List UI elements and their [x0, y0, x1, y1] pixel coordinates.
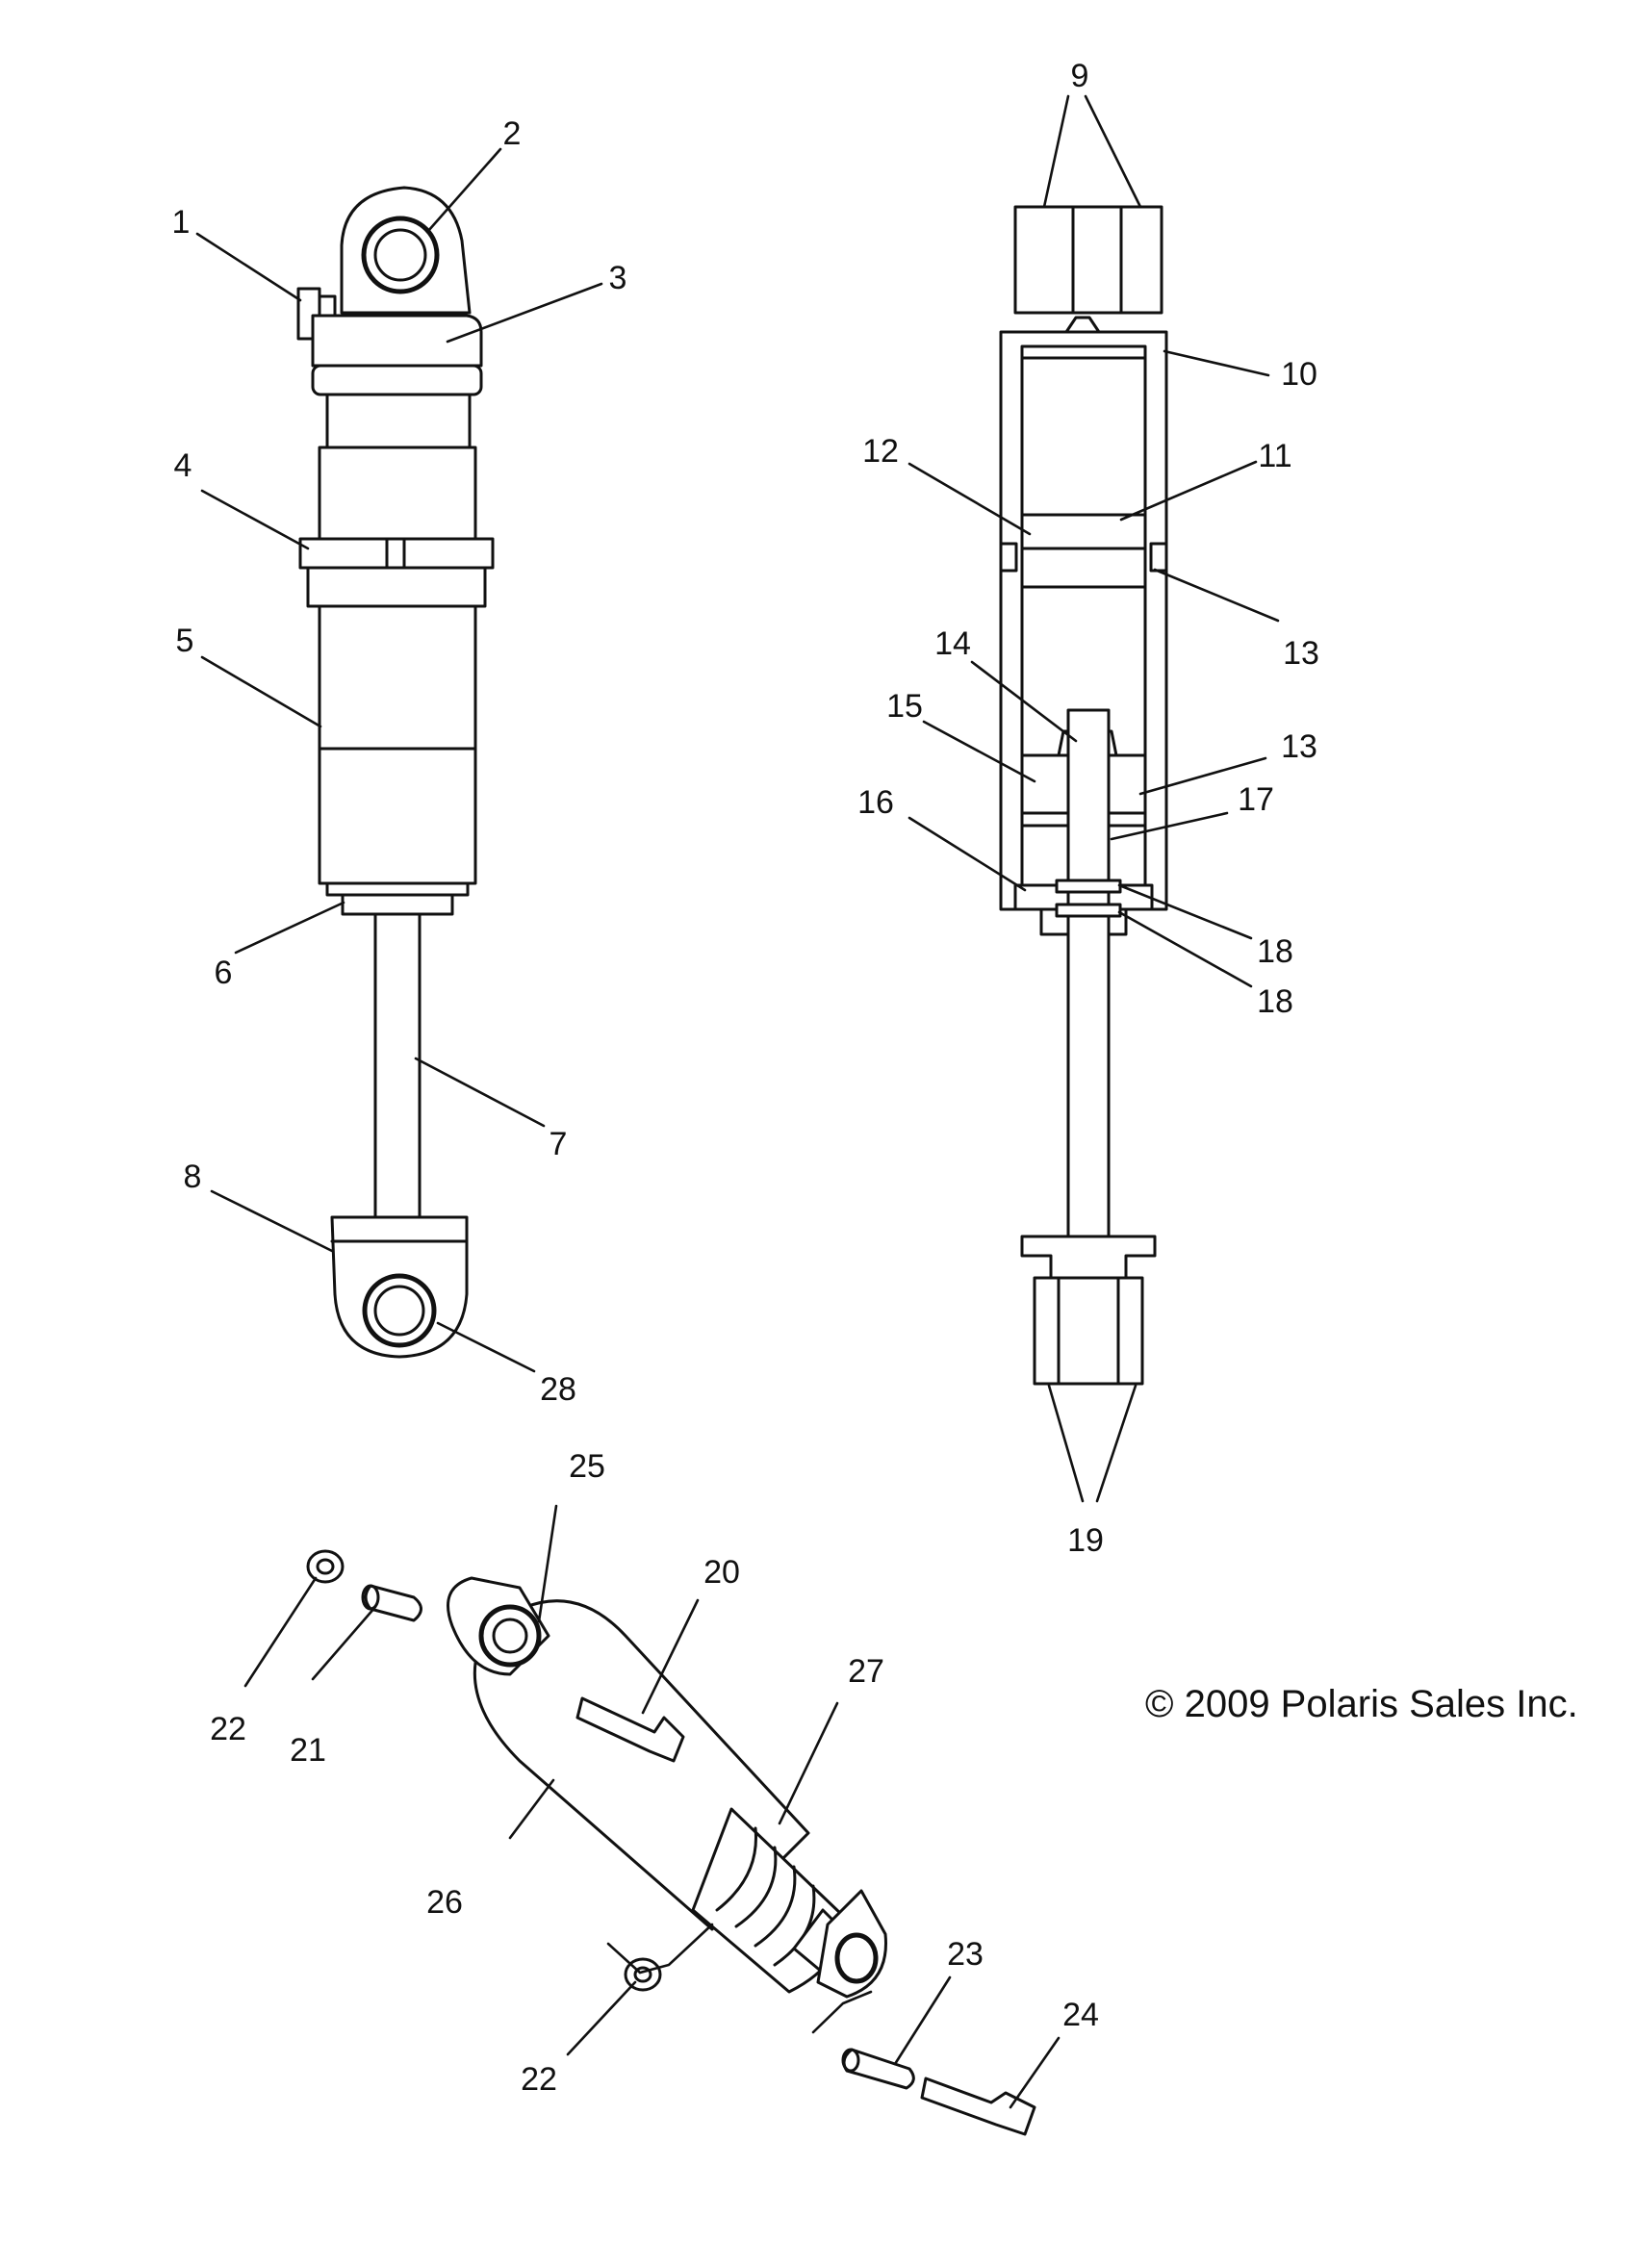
- callout-9: 9: [1071, 58, 1089, 94]
- cutaway-shock-view: [999, 205, 1168, 1386]
- callout-24: 24: [1062, 1997, 1099, 2033]
- bottom-bumper: [1020, 1235, 1157, 1280]
- callout-2: 2: [503, 115, 522, 152]
- callout-14: 14: [934, 625, 971, 662]
- callout-13-lower: 13: [1281, 728, 1317, 765]
- cutaway-shaft: [1066, 708, 1111, 1238]
- callout-6: 6: [215, 955, 233, 991]
- installed-shock-view: [306, 1549, 1036, 2136]
- floating-piston: [1020, 513, 1147, 550]
- shock-cap: [311, 314, 483, 368]
- callout-4: 4: [174, 447, 192, 484]
- copyright-notice: © 2009 Polaris Sales Inc.: [1145, 1683, 1578, 1725]
- shock-shaft: [373, 912, 422, 1219]
- shaft-seal: [341, 893, 454, 916]
- shock-body-upper: [318, 446, 477, 541]
- upper-sleeve: [364, 1584, 422, 1622]
- washer-upper: [306, 1549, 345, 1584]
- callout-11: 11: [1258, 438, 1291, 474]
- top-eyelet-bushing: [478, 1604, 542, 1668]
- callout-3: 3: [609, 260, 627, 296]
- callout-22-upper: 22: [210, 1711, 246, 1747]
- callout-21: 21: [290, 1732, 326, 1769]
- callout-7: 7: [550, 1126, 568, 1162]
- top-bushing-left: [1013, 205, 1075, 315]
- callout-18-lower: 18: [1257, 983, 1293, 1020]
- shock-body: [318, 604, 477, 751]
- callout-16: 16: [857, 784, 894, 821]
- lower-sleeve: [842, 2048, 915, 2090]
- callout-13-upper: 13: [1283, 635, 1319, 672]
- callout-labels: 1 2 3 4 5 6 7 8 28 9 10 11 12 13 14 15 1…: [172, 58, 1319, 2098]
- callout-17: 17: [1238, 781, 1274, 818]
- callout-15: 15: [886, 688, 923, 725]
- bottom-bushing-pair: [1033, 1276, 1144, 1386]
- callout-23: 23: [947, 1936, 984, 1973]
- callout-10: 10: [1281, 356, 1317, 393]
- callout-18-upper: 18: [1257, 933, 1293, 970]
- callout-5: 5: [176, 623, 194, 659]
- callout-26: 26: [426, 1884, 463, 1921]
- lower-bolt: [920, 2077, 1036, 2136]
- exterior-shock-view: [296, 186, 495, 1359]
- top-bushing-right: [1119, 205, 1163, 315]
- spring-collar: [298, 537, 495, 570]
- upper-bolt: [575, 1696, 685, 1763]
- callout-12: 12: [862, 433, 899, 470]
- callout-25: 25: [569, 1448, 605, 1485]
- callout-20: 20: [703, 1554, 740, 1591]
- callout-1: 1: [172, 204, 191, 241]
- leader-lines: [195, 94, 1280, 2109]
- callout-22-lower: 22: [521, 2061, 557, 2098]
- callout-28: 28: [540, 1371, 576, 1408]
- callout-19: 19: [1067, 1522, 1104, 1559]
- callout-27: 27: [848, 1653, 884, 1690]
- callout-8: 8: [184, 1159, 202, 1195]
